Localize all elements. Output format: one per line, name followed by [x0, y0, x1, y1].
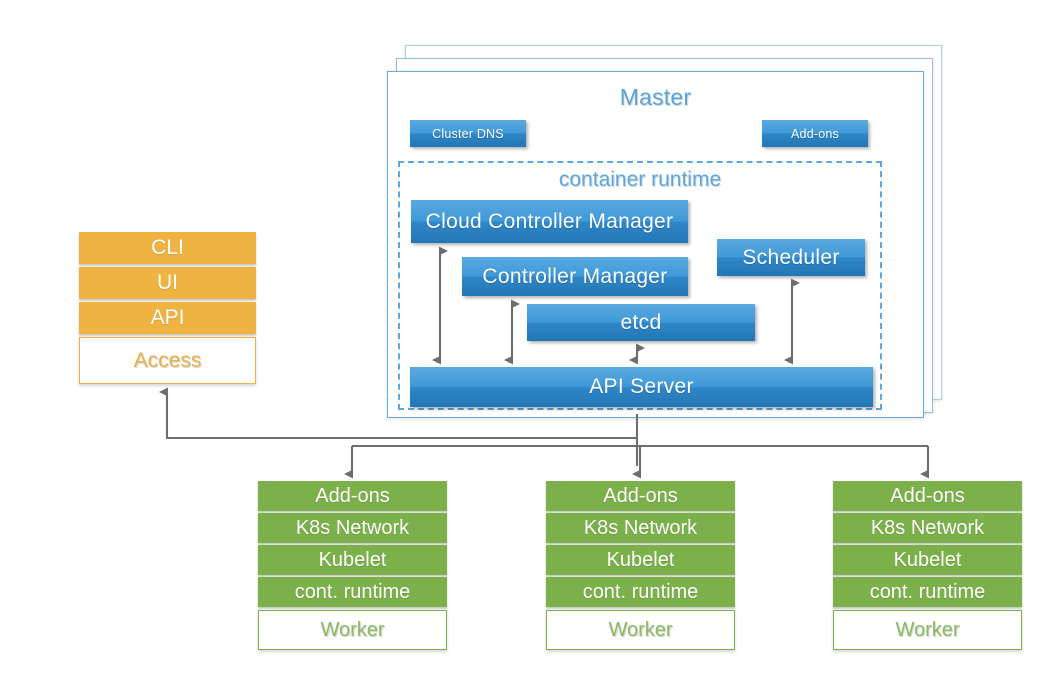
cloud-controller-manager-box[interactable]: Cloud Controller Manager	[411, 200, 688, 243]
worker-2-layer-k8s-network[interactable]: K8s Network	[546, 513, 735, 543]
container-runtime-title: container runtime	[558, 168, 722, 191]
access-item-ui[interactable]: UI	[79, 267, 256, 299]
api-server-box[interactable]: API Server	[410, 367, 873, 407]
worker-3-layer-cont-runtime[interactable]: cont. runtime	[833, 577, 1022, 607]
access-group-label: Access	[79, 337, 256, 384]
worker-1-layer-cont-runtime[interactable]: cont. runtime	[258, 577, 447, 607]
worker-2-layer-cont-runtime[interactable]: cont. runtime	[546, 577, 735, 607]
etcd-box[interactable]: etcd	[527, 304, 755, 341]
worker-3-group-label: Worker	[833, 610, 1022, 650]
worker-2-layer-addons[interactable]: Add-ons	[546, 481, 735, 511]
access-group: CLI UI API Access	[79, 232, 256, 391]
worker-node-1: Add-ons K8s Network Kubelet cont. runtim…	[258, 481, 447, 656]
master-title: Master	[619, 84, 692, 110]
worker-1-layer-addons[interactable]: Add-ons	[258, 481, 447, 511]
worker-3-layer-k8s-network[interactable]: K8s Network	[833, 513, 1022, 543]
worker-3-layer-addons[interactable]: Add-ons	[833, 481, 1022, 511]
worker-3-layer-kubelet[interactable]: Kubelet	[833, 545, 1022, 575]
controller-manager-box[interactable]: Controller Manager	[462, 257, 688, 296]
master-addons-box[interactable]: Add-ons	[762, 120, 868, 147]
worker-2-layer-kubelet[interactable]: Kubelet	[546, 545, 735, 575]
access-item-cli[interactable]: CLI	[79, 232, 256, 264]
access-item-api[interactable]: API	[79, 302, 256, 334]
worker-1-layer-kubelet[interactable]: Kubelet	[258, 545, 447, 575]
worker-2-group-label: Worker	[546, 610, 735, 650]
worker-node-2: Add-ons K8s Network Kubelet cont. runtim…	[546, 481, 735, 656]
worker-node-3: Add-ons K8s Network Kubelet cont. runtim…	[833, 481, 1022, 656]
worker-1-group-label: Worker	[258, 610, 447, 650]
worker-1-layer-k8s-network[interactable]: K8s Network	[258, 513, 447, 543]
cluster-dns-box[interactable]: Cluster DNS	[410, 120, 526, 147]
container-runtime-region	[398, 161, 882, 410]
scheduler-box[interactable]: Scheduler	[717, 239, 865, 276]
